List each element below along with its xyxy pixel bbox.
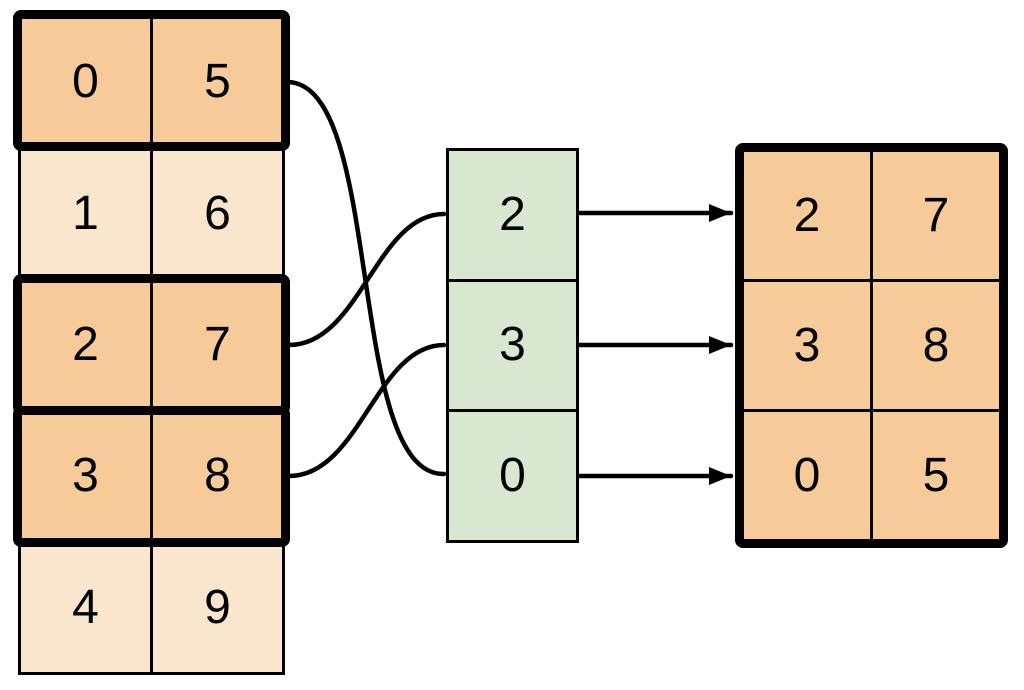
source-cell-r1c1: 6: [153, 149, 282, 278]
source-cell-r2c0: 2: [21, 280, 150, 410]
source-cell-r0c1: 5: [153, 18, 282, 147]
result-table: 2 7 3 8 0 5: [735, 143, 1008, 548]
source-cell-r4c0: 4: [21, 543, 150, 672]
index-cell-2: 0: [449, 412, 576, 540]
source-cell-r1c0: 1: [21, 149, 150, 278]
index-column: 2 3 0: [446, 148, 579, 543]
source-cell-r3c1: 8: [153, 412, 282, 541]
index-cell-0: 2: [449, 151, 576, 279]
index-cell-1: 3: [449, 281, 576, 410]
result-cell-r0c0: 2: [744, 152, 870, 279]
curve-source-row2-to-index-2: [286, 211, 447, 348]
curve-source-row3-to-index-3: [286, 342, 447, 479]
result-cell-r2c0: 0: [744, 412, 870, 539]
curve-source-row0-to-index-0: [284, 79, 447, 477]
source-cell-r0c0: 0: [21, 18, 150, 147]
result-cell-r2c1: 5: [873, 412, 999, 539]
source-cell-r3c0: 3: [21, 412, 150, 541]
result-cell-r1c0: 3: [744, 282, 870, 409]
source-cell-r2c1: 7: [153, 280, 282, 410]
result-cell-r1c1: 8: [873, 282, 999, 409]
source-cell-r4c1: 9: [153, 543, 282, 672]
result-cell-r0c1: 7: [873, 152, 999, 279]
source-table: 0 5 1 6 2 7 3 8 4 9: [18, 15, 285, 675]
